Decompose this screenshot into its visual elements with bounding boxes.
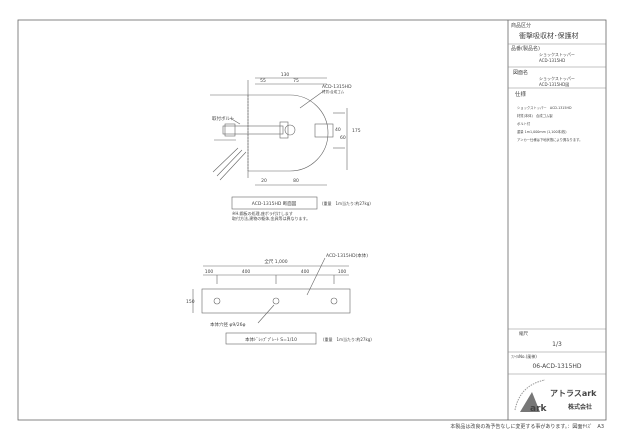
drawing-label: 図面名 bbox=[513, 70, 529, 76]
scale-cell: 縮尺 1/3 bbox=[509, 331, 605, 348]
plan-view-text: 全尺 1,000 100 400 400 100 150 ACD-1315HD(… bbox=[186, 252, 372, 343]
dim-total: 130 bbox=[281, 72, 290, 78]
section-note-2: 取付方法,建物の躯体,金具等は異なります。 bbox=[232, 215, 310, 221]
dim-inner1: 40 bbox=[335, 127, 341, 133]
section-weight: (重量 1m当たり:約27kg) bbox=[322, 200, 371, 206]
spec-cell: 仕様 ショックストッパー ACD-1315HD 材質(本体) 合成ゴム製 ボルト… bbox=[509, 90, 605, 144]
drawing-code: ACD-1315HD図 bbox=[539, 82, 570, 87]
svg-text:ark: ark bbox=[530, 404, 548, 414]
body-sub: 材質:合成ゴム bbox=[322, 89, 345, 94]
section-note-1: ※H.鋼板の処理,座ボラ付けします bbox=[232, 210, 293, 216]
bolt-label: 取付ボルト bbox=[212, 115, 235, 122]
hole-label: 本体穴径 φ9/26φ bbox=[210, 321, 246, 328]
dim-height: 175 bbox=[352, 128, 361, 134]
category-cell: 商品区分 衝撃吸収材･保護材 bbox=[509, 22, 605, 44]
drawing-name: ショックストッパー bbox=[539, 76, 575, 81]
plan-dim-height: 150 bbox=[186, 299, 195, 305]
file-label: ﾌｧｲﾙNo.(風神) bbox=[511, 354, 537, 359]
section-view-text: 130 55 75 20 80 175 40 60 取付ボルト ACD-1315… bbox=[212, 72, 371, 221]
plan-body-label: ACD-1315HD(本体) bbox=[326, 252, 368, 259]
spec-line: 材質(本体) 合成ゴム製 bbox=[517, 114, 553, 118]
plan-dim-3: 400 bbox=[301, 269, 310, 275]
product-code: ACD-1315HD bbox=[539, 58, 566, 63]
spec-line: アンカー仕様は下地状態により異なります。 bbox=[517, 138, 583, 142]
category-value: 衝撃吸収材･保護材 bbox=[519, 32, 579, 40]
section-title: ACD-1315HD 断面図 bbox=[252, 200, 297, 207]
file-value: 06-ACD-1315HD bbox=[532, 363, 582, 370]
spec-line: ショックストッパー ACD-1315HD bbox=[517, 106, 572, 110]
plan-dim-total: 全尺 1,000 bbox=[264, 258, 287, 265]
title-block-lines bbox=[508, 43, 606, 375]
dim-bottom-left: 20 bbox=[261, 178, 267, 184]
spec-line: ボルト付 bbox=[517, 122, 531, 126]
plan-dim-4: 100 bbox=[338, 269, 347, 275]
logo-text: アトラスark bbox=[550, 389, 597, 398]
company-logo: ark アトラスark 株式会社 bbox=[514, 379, 597, 414]
plan-view bbox=[192, 257, 351, 345]
scale-value: 1/3 bbox=[552, 341, 562, 348]
plan-dim-1: 100 bbox=[205, 269, 214, 275]
footer-note: 本製品は改良の為予告なしに変更する事があります。：図面ｻｲｽﾞ A3 bbox=[450, 424, 604, 430]
file-cell: ﾌｧｲﾙNo.(風神) 06-ACD-1315HD bbox=[509, 354, 605, 370]
dim-bottom-right: 80 bbox=[293, 178, 299, 184]
spec-label: 仕様 bbox=[515, 92, 527, 98]
plan-title: 本体ﾄﾞﾚｯﾌﾟﾌﾟﾚｰﾄ S=1/10 bbox=[245, 336, 297, 343]
plan-weight: (重量 1m当たり:約27kg) bbox=[323, 336, 372, 342]
body-label: ACD-1315HD bbox=[322, 84, 352, 90]
category-label: 商品区分 bbox=[511, 23, 532, 29]
scale-label: 縮尺 bbox=[519, 332, 528, 337]
product-name: ショックストッパー bbox=[539, 52, 575, 57]
spec-line: 重量 1m1,000mm (1,100本/枚) bbox=[517, 130, 567, 134]
section-view bbox=[210, 77, 348, 210]
dim-left: 55 bbox=[260, 78, 266, 84]
plan-dim-2: 400 bbox=[242, 269, 251, 275]
product-cell: 品番(製品名) ショックストッパー ACD-1315HD bbox=[509, 45, 605, 63]
product-label: 品番(製品名) bbox=[511, 46, 540, 52]
logo-sub: 株式会社 bbox=[568, 403, 592, 411]
dim-right: 75 bbox=[293, 78, 299, 84]
dim-inner2: 60 bbox=[340, 135, 346, 141]
drawing-cell: 図面名 ショックストッパー ACD-1315HD図 bbox=[509, 69, 605, 88]
sheet-frame bbox=[17, 19, 607, 421]
